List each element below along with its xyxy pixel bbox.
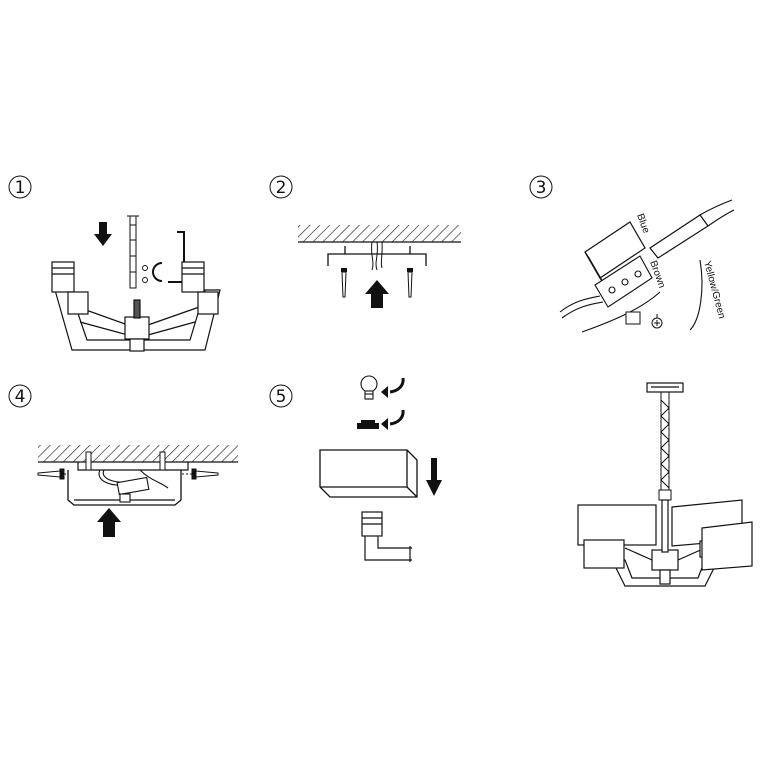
assembled-chandelier xyxy=(577,382,753,587)
down-arrow-icon xyxy=(94,222,112,246)
step-3-number: 3 xyxy=(536,178,547,198)
shade-front-left xyxy=(583,539,625,569)
curved-arrow-icon xyxy=(389,409,405,426)
supply-cable xyxy=(649,199,735,259)
shade-ring xyxy=(357,420,379,429)
mounting-bracket xyxy=(77,462,189,471)
threaded-rod xyxy=(127,215,139,289)
rod-collar xyxy=(658,489,672,501)
step-2-badge: 2 xyxy=(269,175,293,199)
step-1-number: 1 xyxy=(15,178,26,198)
screw-left xyxy=(341,268,347,298)
lamp-socket xyxy=(361,511,412,562)
hex-key-icon xyxy=(168,231,185,283)
step-5-badge: 5 xyxy=(269,384,293,408)
small-screws xyxy=(142,265,148,283)
screw-left xyxy=(37,468,68,480)
step-3-panel: 3 xyxy=(529,175,735,333)
light-bulb-icon xyxy=(360,375,378,400)
wires-in-canopy xyxy=(98,469,169,503)
step-3-badge: 3 xyxy=(529,175,553,199)
suspension-rod xyxy=(660,392,670,495)
ceiling xyxy=(38,445,238,463)
shade-front-right xyxy=(701,521,753,571)
step-5-number: 5 xyxy=(276,387,287,407)
step-5-panel: 5 xyxy=(269,375,442,562)
step-4-panel: 4 xyxy=(8,384,238,537)
ceiling xyxy=(298,225,461,243)
up-arrow-icon xyxy=(365,280,389,308)
lamp-holder-right xyxy=(181,261,219,315)
down-arrow-icon xyxy=(426,458,442,496)
screw-right xyxy=(182,468,219,480)
lamp-wires xyxy=(559,259,703,333)
ground-wire-label: Yellow/Green xyxy=(701,260,727,320)
step-4-number: 4 xyxy=(15,387,26,407)
ceiling-plate xyxy=(646,382,684,393)
lamp-holder-left xyxy=(51,261,89,315)
blue-wire-label: Blue xyxy=(634,212,651,235)
ground-terminal xyxy=(625,311,663,329)
step-4-badge: 4 xyxy=(8,384,32,408)
ceiling-wires xyxy=(371,241,383,271)
c-clip xyxy=(152,262,163,282)
lamp-shade xyxy=(319,449,418,498)
up-arrow-icon xyxy=(97,508,121,537)
curved-arrow-head xyxy=(381,386,388,398)
step-1-panel: 1 xyxy=(8,175,221,352)
terminal-block xyxy=(594,255,653,308)
bracket-screws xyxy=(85,451,166,471)
step-2-panel: 2 xyxy=(269,175,461,308)
curved-arrow-head xyxy=(381,418,388,430)
curved-arrow-icon xyxy=(389,377,405,394)
screw-right xyxy=(407,268,413,298)
junction-box xyxy=(584,221,646,285)
step-1-badge: 1 xyxy=(8,175,32,199)
step-2-number: 2 xyxy=(276,178,287,198)
shade-back-left xyxy=(577,504,657,562)
